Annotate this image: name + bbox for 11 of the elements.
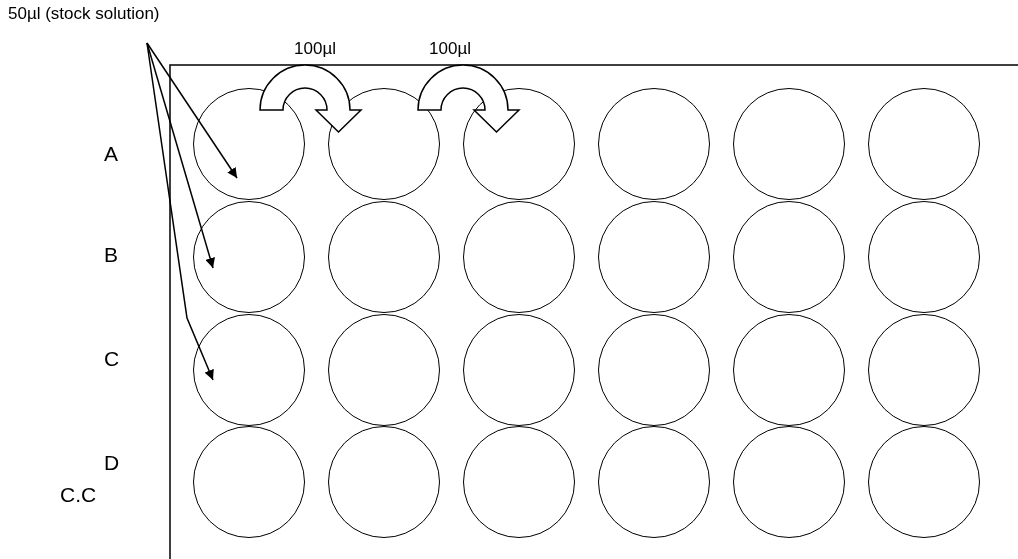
arrow	[146, 42, 214, 381]
arrow	[146, 42, 238, 179]
edge-label: 100µl	[294, 40, 336, 57]
row-label: C.C	[60, 484, 97, 505]
row-label: A	[104, 143, 118, 164]
row-label: B	[104, 244, 118, 265]
volume-label: 50µl (stock solution)	[8, 4, 160, 24]
arrow	[146, 42, 215, 269]
row-label: C	[104, 348, 120, 369]
edge-label: 100µl	[429, 40, 471, 57]
row-label: D	[104, 452, 120, 473]
